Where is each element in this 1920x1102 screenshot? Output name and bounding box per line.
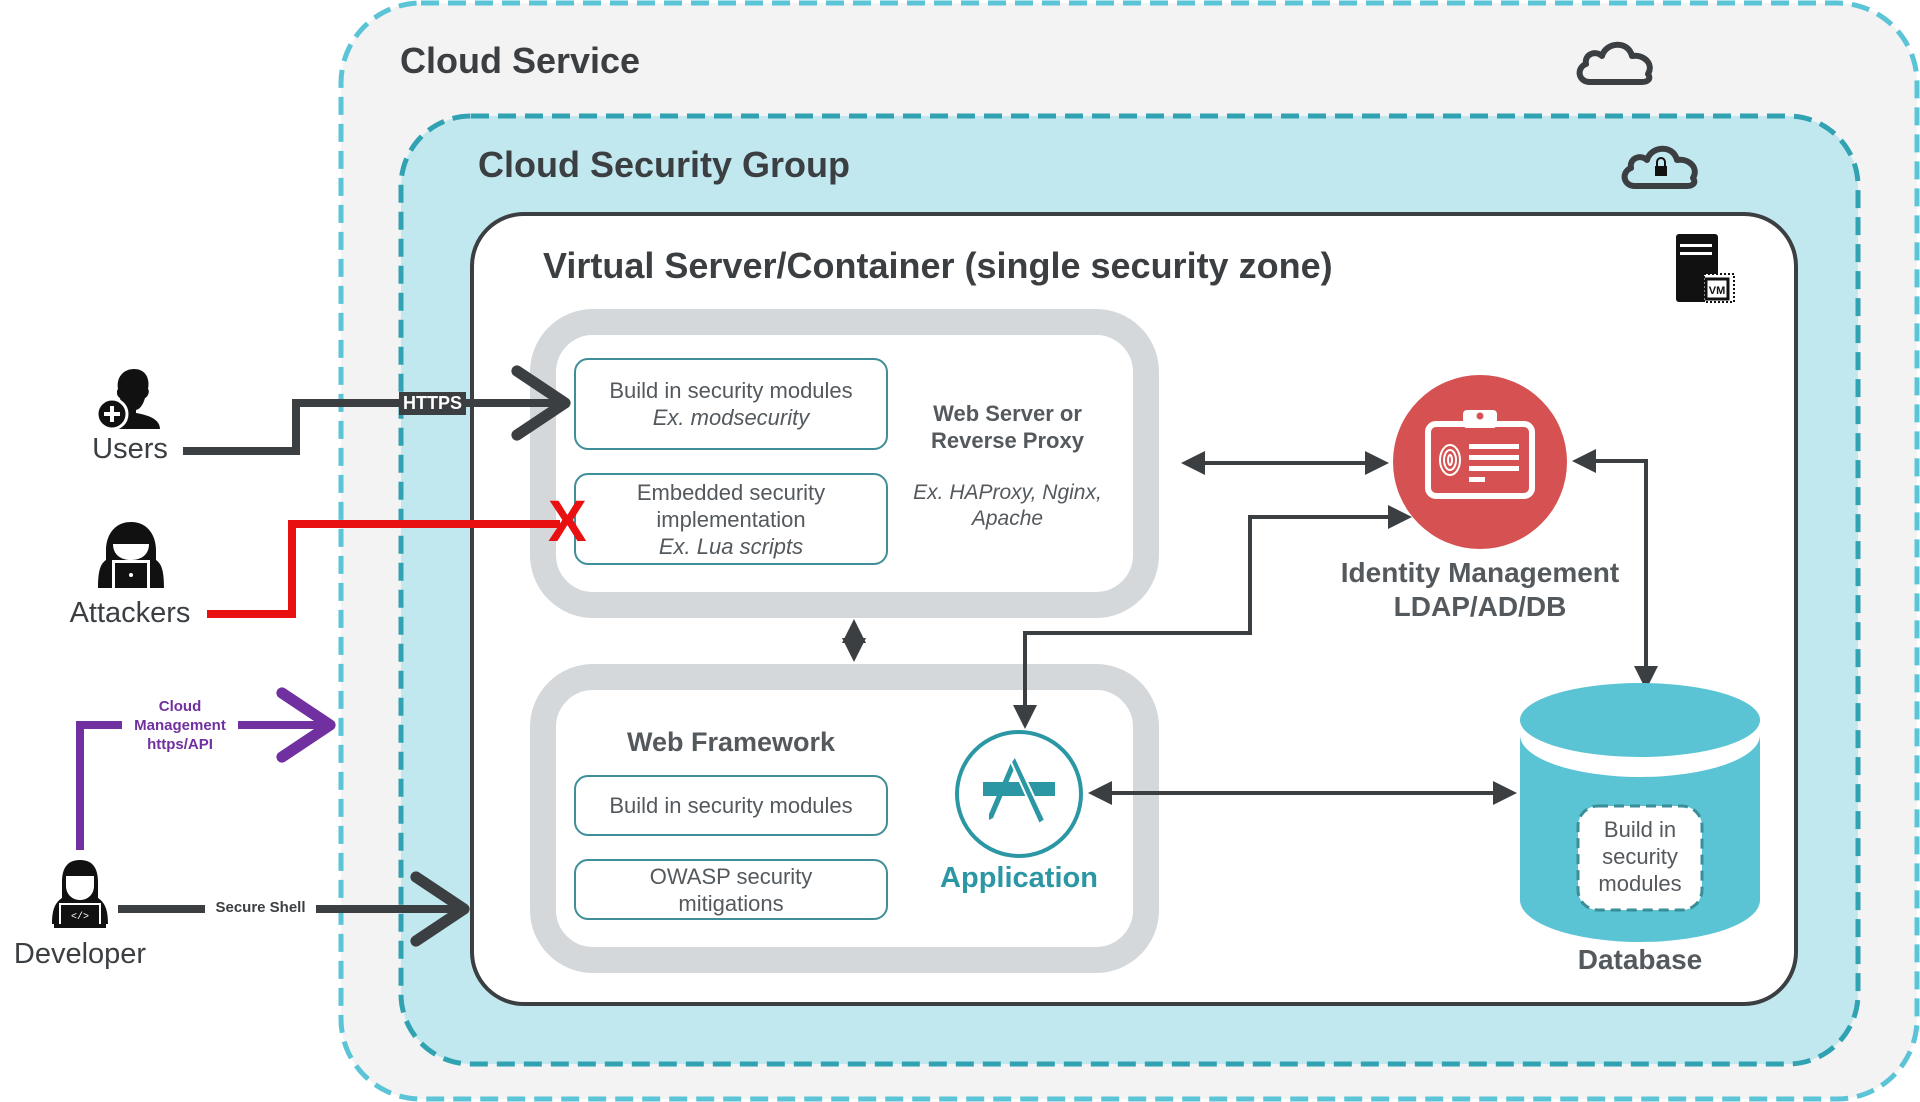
user-add-icon <box>96 369 160 431</box>
https-label: HTTPS <box>399 392 467 415</box>
cloud-management-line1: Cloud <box>158 698 202 715</box>
identity-label-line1: Identity Management <box>1340 557 1620 588</box>
database-inner-line1: Build in <box>1603 817 1677 842</box>
svg-text:</>: </> <box>71 911 89 923</box>
users-label: Users <box>92 433 168 465</box>
server-vm-icon: VM <box>1676 234 1735 303</box>
module-label: Embedded security <box>636 479 826 505</box>
blocked-x-icon: X <box>548 489 587 554</box>
web-server-example-line1: Ex. HAProxy, Nginx, <box>913 481 1102 504</box>
cloud-management-label: Cloud Management https/API <box>122 697 238 754</box>
application-label: Application <box>940 862 1098 894</box>
virtual-server-title: Virtual Server/Container (single securit… <box>543 245 1333 286</box>
module-example: Ex. modsecurity <box>652 405 810 430</box>
module-embedded-security: Embedded security implementation Ex. Lua… <box>574 473 888 565</box>
framework-module-owasp: OWASP security mitigations <box>574 859 888 920</box>
module-label: OWASP security <box>649 863 813 889</box>
application-identity-connector <box>1013 505 1412 729</box>
hacker-icon <box>98 522 164 588</box>
secure-shell-label: Secure Shell <box>215 899 306 916</box>
cloud-management-line3: https/API <box>147 736 213 753</box>
attackers-connector <box>207 520 560 618</box>
cloud-management-connector <box>76 721 122 850</box>
web-server-example-line2: Apache <box>971 507 1044 530</box>
vm-badge: VM <box>1709 285 1726 297</box>
cloud-lock-icon <box>1621 145 1698 189</box>
framework-module-build-in: Build in security modules <box>574 775 888 836</box>
developer-icon: </> <box>52 860 108 928</box>
web-framework-title: Web Framework <box>626 727 836 757</box>
database-inner-line3: modules <box>1598 871 1682 896</box>
web-server-title-line2: Reverse Proxy <box>931 428 1084 453</box>
database-inner-label: Build in security modules <box>1578 816 1702 897</box>
database-inner-line2: security <box>1602 844 1678 869</box>
web-server-title-line1: Web Server or <box>933 401 1082 426</box>
attackers-label: Attackers <box>69 597 191 629</box>
developer-label: Developer <box>13 938 147 970</box>
module-label-2: implementation <box>656 506 806 532</box>
cloud-service-title: Cloud Service <box>400 40 641 81</box>
module-label: Build in security modules <box>609 378 853 403</box>
module-label-2: mitigations <box>678 890 784 916</box>
identity-circle <box>1393 375 1567 549</box>
identity-database-connector <box>1572 449 1658 690</box>
database-inner-module <box>1576 804 1704 912</box>
app-store-icon <box>983 754 1055 826</box>
web-server-title: Web Server or Reverse Proxy <box>900 400 1115 454</box>
cloud-management-line2: Management <box>134 717 226 734</box>
id-card-fingerprint-icon <box>1425 410 1535 499</box>
cloud-security-group-title: Cloud Security Group <box>478 144 851 185</box>
database-label: Database <box>1577 944 1703 975</box>
cloud-icon <box>1576 41 1653 85</box>
module-build-in-security: Build in security modules Ex. modsecurit… <box>574 358 888 450</box>
identity-label-line2: LDAP/AD/DB <box>1393 591 1567 622</box>
web-server-example: Ex. HAProxy, Nginx, Apache <box>900 480 1115 532</box>
module-label: Build in security modules <box>609 793 853 818</box>
identity-label: Identity Management LDAP/AD/DB <box>1330 556 1630 624</box>
module-example: Ex. Lua scripts <box>658 533 804 559</box>
